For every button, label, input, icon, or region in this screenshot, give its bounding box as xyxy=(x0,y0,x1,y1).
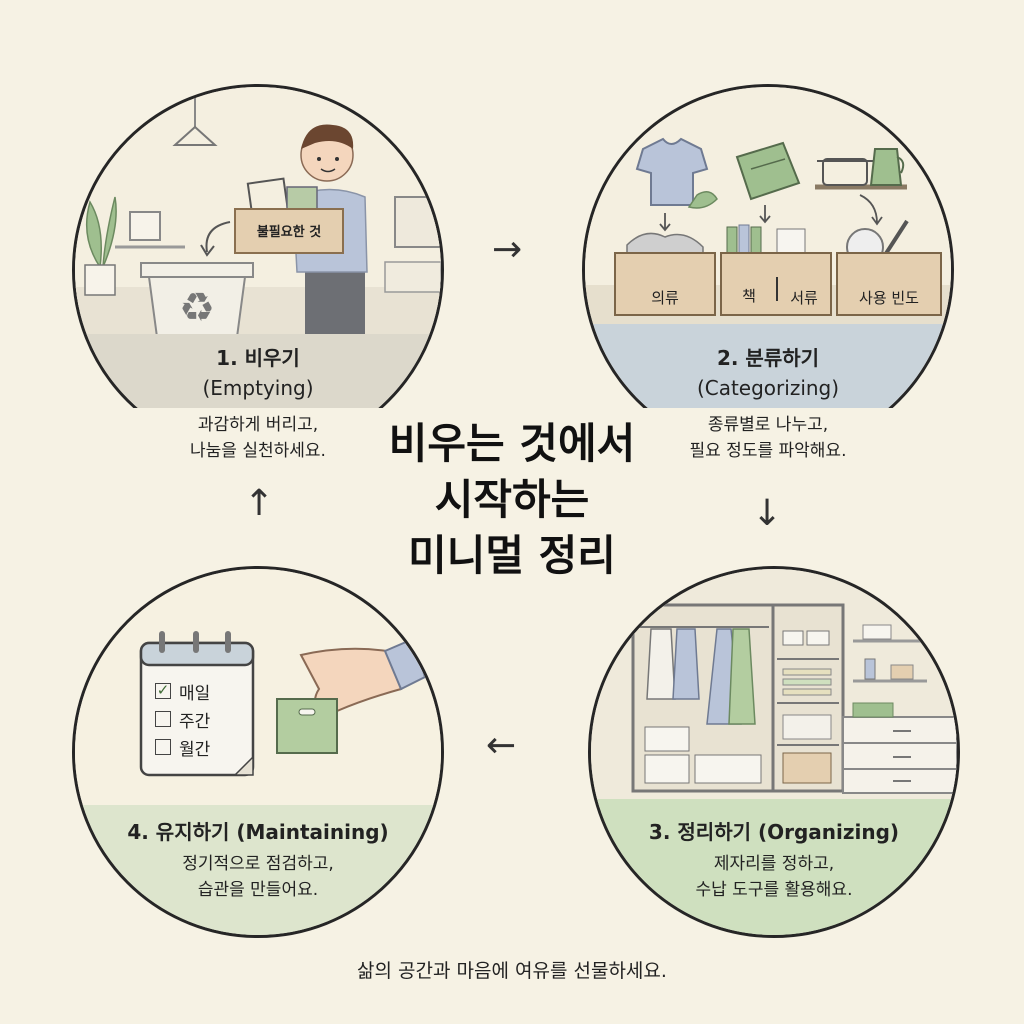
clothing-bin-icon xyxy=(614,232,716,316)
bin-label-usage-frequency: 사용 빈도 xyxy=(859,289,919,307)
step3-desc-line2: 수납 도구를 활용해요. xyxy=(695,880,853,900)
step2-description: 종류별로 나누고, 필요 정도를 파악해요. xyxy=(628,408,908,478)
bag-icon xyxy=(276,698,338,754)
step1-title: 1. 비우기 xyxy=(216,346,300,370)
checked-box-icon: ✓ xyxy=(155,681,171,699)
kettle-icon xyxy=(869,148,905,186)
checklist: ✓ 매일 주간 월간 xyxy=(155,677,255,761)
calendar-icon xyxy=(139,631,255,777)
step3-title: 3. 정리하기 (Organizing) xyxy=(648,820,900,844)
step-organizing-circle: 3. 정리하기 (Organizing) 제자리를 정하고, 수납 도구를 활용… xyxy=(588,566,960,938)
bin-label-clothing: 의류 xyxy=(651,289,679,307)
step3-band xyxy=(591,799,957,935)
step4-band xyxy=(75,805,441,935)
checklist-label-monthly: 월간 xyxy=(179,739,211,760)
step-emptying-circle: ♻ 불필요한 것 1. 비우기 (Emptying) xyxy=(72,84,444,456)
step2-desc-line2: 필요 정도를 파악해요. xyxy=(689,441,847,461)
bin-label-books: 책 xyxy=(742,287,756,305)
step2-desc-line1: 종류별로 나누고, xyxy=(707,415,829,435)
main-title: 비우는 것에서 시작하는 미니멀 정리 xyxy=(330,416,694,584)
step3-desc-line1: 제자리를 정하고, xyxy=(713,854,835,874)
checklist-item-daily[interactable]: ✓ 매일 xyxy=(155,677,255,705)
emptying-illustration: ♻ xyxy=(75,87,441,338)
arrow-right-icon: → xyxy=(492,229,523,270)
box-icon xyxy=(234,177,344,254)
usage-frequency-bin-icon xyxy=(836,219,942,316)
step4-desc-line2: 습관을 만들어요. xyxy=(197,880,319,900)
footer-message: 삶의 공간과 마음에 여유를 선물하세요. xyxy=(357,960,667,982)
closet-icon xyxy=(631,603,845,793)
unchecked-box-icon xyxy=(155,739,171,755)
step1-subtitle: (Emptying) xyxy=(202,376,314,400)
maintaining-illustration xyxy=(75,569,441,809)
step2-title: 2. 분류하기 xyxy=(716,346,820,370)
main-title-line1: 비우는 것에서 xyxy=(388,419,636,468)
hand-icon xyxy=(299,637,427,715)
arrow-up-icon: ↑ xyxy=(244,483,275,524)
checklist-label-daily: 매일 xyxy=(179,683,211,704)
step-maintaining-circle: ✓ 매일 주간 월간 4. 유지하기 (Maintaining) 정기적으로 점… xyxy=(72,566,444,938)
categorizing-illustration xyxy=(585,87,951,325)
step4-desc-line1: 정기적으로 점검하고, xyxy=(182,854,334,874)
arrow-left-icon: ← xyxy=(486,725,517,766)
step4-title: 4. 유지하기 (Maintaining) xyxy=(127,820,389,844)
book-icon xyxy=(735,141,801,201)
step1-description: 과감하게 버리고, 나눔을 실천하세요. xyxy=(118,408,398,478)
step1-desc-line2: 나눔을 실천하세요. xyxy=(190,441,326,461)
plant-icon xyxy=(84,196,117,296)
main-title-line3: 미니멀 정리 xyxy=(408,531,616,580)
main-title-line2: 시작하는 xyxy=(434,475,590,524)
svg-text:♻: ♻ xyxy=(179,285,215,331)
checklist-label-weekly: 주간 xyxy=(179,711,211,732)
checklist-item-weekly[interactable]: 주간 xyxy=(155,705,255,733)
tshirt-icon xyxy=(635,137,709,206)
unchecked-box-icon xyxy=(155,711,171,727)
bin-label-papers: 서류 xyxy=(790,289,818,307)
step2-subtitle: (Categorizing) xyxy=(696,376,840,400)
step-categorizing-circle: 의류 책 서류 사용 빈도 2. 분류하기 (Categorizing) xyxy=(582,84,954,456)
step1-desc-line1: 과감하게 버리고, xyxy=(197,415,319,435)
arrow-down-icon: ↓ xyxy=(752,493,783,534)
books-papers-bin-icon xyxy=(720,224,832,316)
drawer-unit-icon xyxy=(842,702,957,794)
pot-icon xyxy=(817,158,873,186)
organizing-illustration xyxy=(591,569,957,809)
recycle-bin-icon: ♻ xyxy=(140,262,254,338)
unneeded-box-label: 불필요한 것 xyxy=(256,225,322,240)
checklist-item-monthly[interactable]: 월간 xyxy=(155,733,255,761)
